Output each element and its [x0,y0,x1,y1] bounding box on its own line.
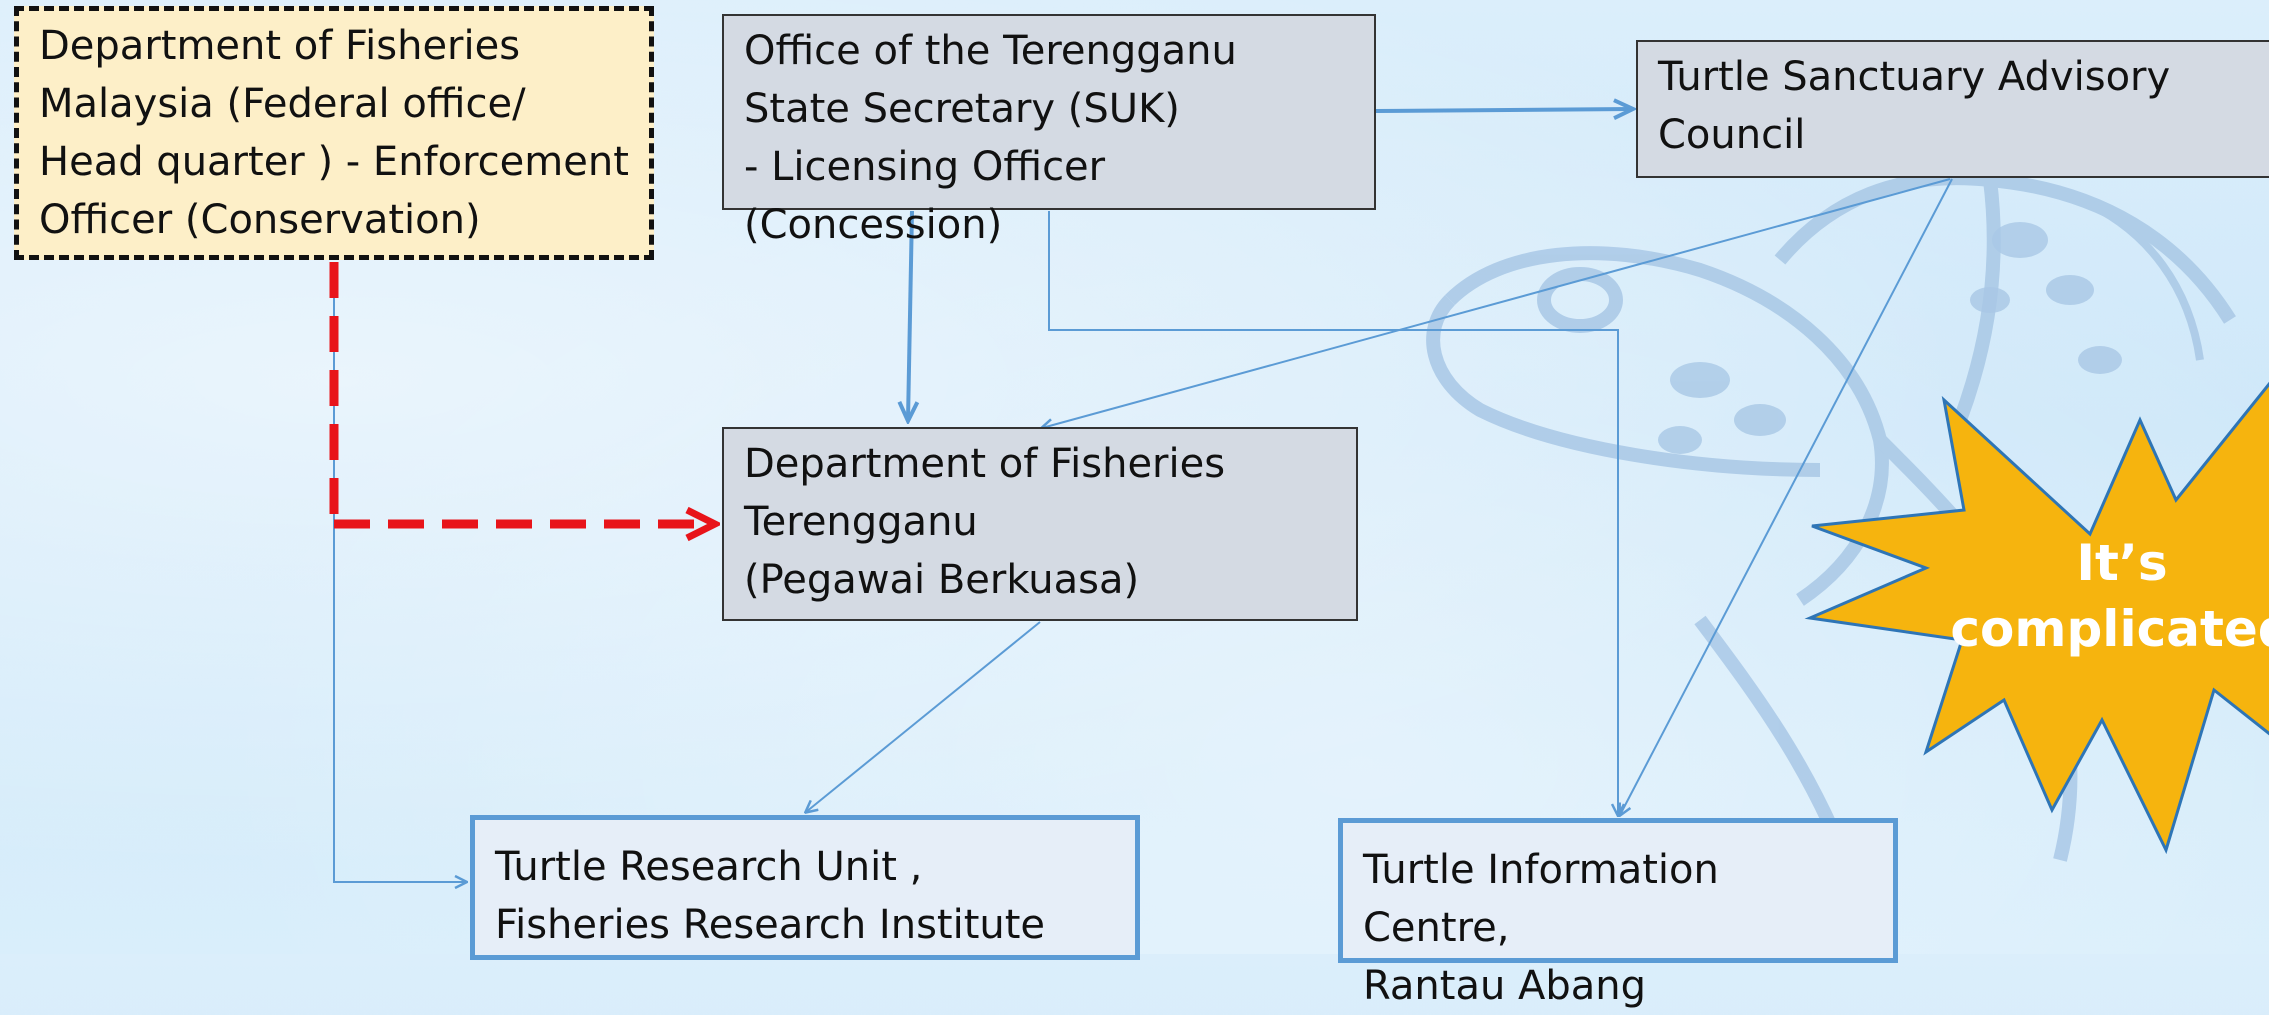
callout-line-2: complicated [1950,600,2269,658]
connector-suk-to-info-centre [1048,211,1618,815]
org-chart-connectors [329,0,2269,903]
box-turtle-sanctuary-council: Turtle Sanctuary Advisory Council [1636,40,2269,178]
box-fisheries-terengganu: Department of Fisheries Terengganu (Pega… [722,427,1358,621]
box-fisheries-federal: Department of Fisheries Malaysia (Federa… [14,6,654,260]
box-state-secretary-office: Office of the Terengganu State Secretary… [722,14,1376,248]
box-turtle-research-unit: Turtle Research Unit , Fisheries Researc… [470,815,1140,960]
connector-dof-to-research-unit [806,621,1041,812]
connector-suk-to-council [1375,109,1632,111]
connector-council-to-info-centre [1620,178,1953,815]
callout-text: It’s complicated [1882,530,2269,662]
box-turtle-information-centre: Turtle Information Centre, Rantau Abang [1338,818,1898,1009]
turtle-shell-pattern [1658,222,2122,454]
connector-federal-to-research-unit [333,262,466,882]
callout-line-1: It’s [2076,534,2168,592]
connector-suk-to-dof [908,210,912,420]
starburst-icon [1804,381,2269,855]
connector-council-to-dof [1042,178,1951,428]
